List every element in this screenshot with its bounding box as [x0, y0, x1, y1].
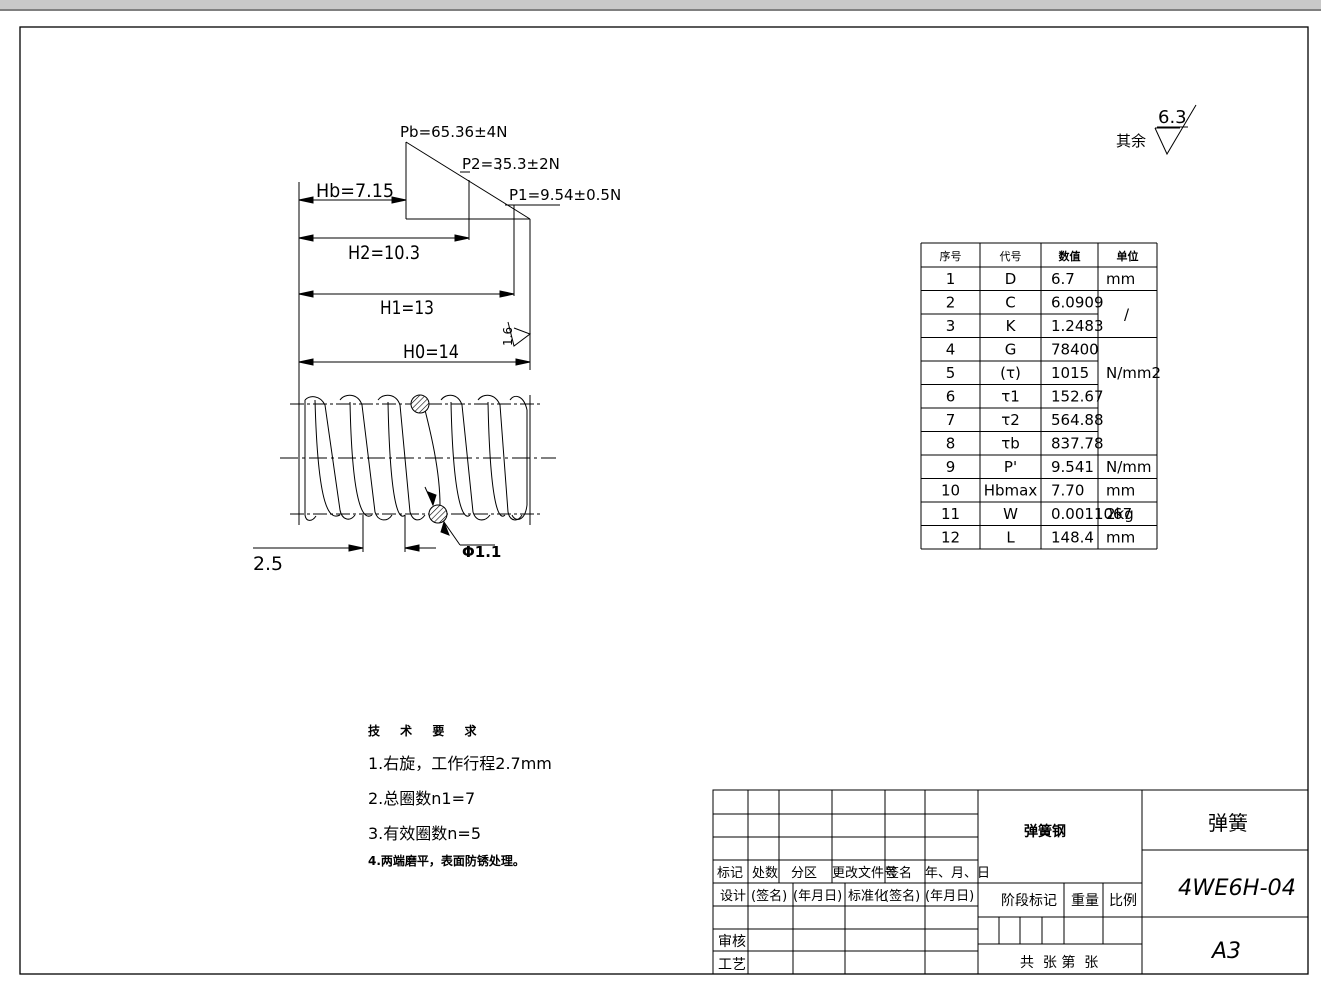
process-label: 工艺 [718, 957, 746, 973]
table-row-no: 2 [946, 294, 956, 312]
rev-header-1: 处数 [752, 866, 778, 881]
stage-mark-label: 阶段标记 [1001, 893, 1057, 909]
table-row-value: 564.88 [1051, 411, 1104, 429]
table-row-no: 8 [946, 435, 956, 453]
table-row-code: (τ) [1000, 364, 1021, 382]
table-row-code: D [1005, 270, 1017, 288]
table-row-code: L [1006, 529, 1015, 547]
tech-req-item-2: 2.总圈数n1=7 [368, 789, 476, 808]
table-row-code: W [1003, 505, 1018, 523]
design-row-5: (年月日) [925, 889, 974, 904]
design-row-1: (签名) [751, 888, 787, 904]
table-row-no: 4 [946, 341, 956, 359]
rev-header-4: 签名 [886, 865, 912, 881]
load-p1-label: P1=9.54±0.5N [509, 186, 621, 204]
table-row-value: 1015 [1051, 364, 1089, 382]
height-h0-label: H0=14 [403, 341, 459, 363]
table-row-code: P' [1004, 458, 1017, 476]
roughness-local-label: 1.6 [501, 327, 515, 346]
sheet-size: A3 [1210, 939, 1241, 964]
rev-header-3: 更改文件号 [832, 866, 897, 881]
table-row-no: 6 [946, 388, 956, 406]
title-block [712, 789, 1309, 975]
height-h2-label: H2=10.3 [348, 242, 420, 264]
load-p2-label: P2=35.3±2N [462, 155, 560, 173]
tech-req-item-1: 1.右旋，工作行程2.7mm [368, 754, 552, 773]
table-row-code: G [1005, 341, 1017, 359]
table-row-code: τ2 [1001, 411, 1020, 429]
height-hb-label: Hb=7.15 [316, 180, 394, 202]
weight-label: 重量 [1071, 893, 1099, 909]
table-row-code: K [1006, 317, 1017, 335]
table-row-value: 78400 [1051, 341, 1099, 359]
design-row-4: (签名) [884, 888, 920, 904]
sheets-label: 共 张 第 张 [1020, 954, 1098, 971]
design-row-3: 标准化 [848, 889, 887, 904]
rev-header-2: 分区 [791, 866, 817, 881]
table-row-no: 3 [946, 317, 956, 335]
table-row-code: τb [1001, 435, 1020, 453]
roughness-other-value: 6.3 [1158, 107, 1187, 128]
table-row-unit: 2kg [1106, 505, 1134, 523]
table-row-code: C [1005, 294, 1015, 312]
table-row-value: 9.541 [1051, 458, 1094, 476]
table-row-value: 7.70 [1051, 482, 1084, 500]
material-label: 弹簧钢 [1024, 823, 1066, 840]
top-band [0, 0, 1321, 9]
table-row-unit: N/mm [1106, 458, 1152, 476]
table-row-unit: mm [1106, 529, 1135, 547]
table-row-no: 5 [946, 364, 956, 382]
design-row-2: (年月日) [793, 889, 842, 904]
height-h1-label: H1=13 [380, 297, 434, 319]
table-row-unit: / [1124, 306, 1130, 324]
table-header-code: 代号 [1000, 250, 1022, 263]
table-row-no: 10 [941, 482, 960, 500]
rev-header-0: 标记 [717, 866, 743, 881]
roughness-symbol [1154, 104, 1197, 156]
table-row-unit: N/mm2 [1106, 364, 1161, 382]
spring-view [253, 394, 556, 552]
tech-req-title: 技 术 要 求 [368, 724, 485, 738]
technical-requirements: 技 术 要 求 1.右旋，工作行程2.7mm 2.总圈数n1=7 3.有效圈数n… [368, 722, 552, 868]
table-row-unit: mm [1106, 270, 1135, 288]
table-row-no: 11 [941, 505, 960, 523]
table-header-value: 数值 [1059, 249, 1081, 263]
table-row-value: 6.7 [1051, 270, 1075, 288]
wire-diameter-label: Φ1.1 [462, 543, 501, 561]
table-row-value: 148.4 [1051, 529, 1094, 547]
table-row-no: 1 [946, 270, 956, 288]
table-row-value: 837.78 [1051, 435, 1104, 453]
pitch-dimension-label: 2.5 [253, 553, 283, 575]
check-label: 审核 [718, 934, 746, 950]
drawing-border [19, 26, 1309, 975]
table-row-value: 6.0909 [1051, 294, 1104, 312]
table-row-code: τ1 [1001, 388, 1020, 406]
rev-header-5: 年、月、日 [925, 866, 990, 881]
title-block-text: 标记处数分区更改文件号签名年、月、日设计(签名)(年月日)标准化(签名)(年月日… [717, 865, 990, 904]
drawing-number: 4WE6H-04 [1178, 876, 1296, 901]
table-row-no: 7 [946, 411, 956, 429]
table-row-value: 0.0011067 [1051, 505, 1132, 523]
table-header-unit: 单位 [1117, 249, 1139, 263]
parameter-table: 序号 代号 数值 单位 1 D 6.7 mm 2 C 6.0909 / 3 K 1.2483 4 G 78400 5… [920, 242, 1161, 550]
scale-label: 比例 [1109, 893, 1137, 909]
table-header-no: 序号 [940, 249, 962, 263]
load-pb-label: Pb=65.36±4N [400, 123, 507, 141]
table-row-value: 1.2483 [1051, 317, 1104, 335]
table-row-no: 9 [946, 458, 956, 476]
tech-req-item-4: 4.两端磨平，表面防锈处理。 [368, 854, 525, 868]
tech-req-item-3: 3.有效圈数n=5 [368, 824, 481, 843]
table-row-code: Hbmax [984, 482, 1038, 500]
roughness-other-label: 其余 [1116, 132, 1146, 150]
design-row-0: 设计 [720, 889, 746, 904]
table-row-no: 12 [941, 529, 960, 547]
part-name: 弹簧 [1208, 811, 1248, 835]
table-row-unit: mm [1106, 482, 1135, 500]
table-row-value: 152.67 [1051, 388, 1104, 406]
load-diagram [298, 141, 560, 520]
